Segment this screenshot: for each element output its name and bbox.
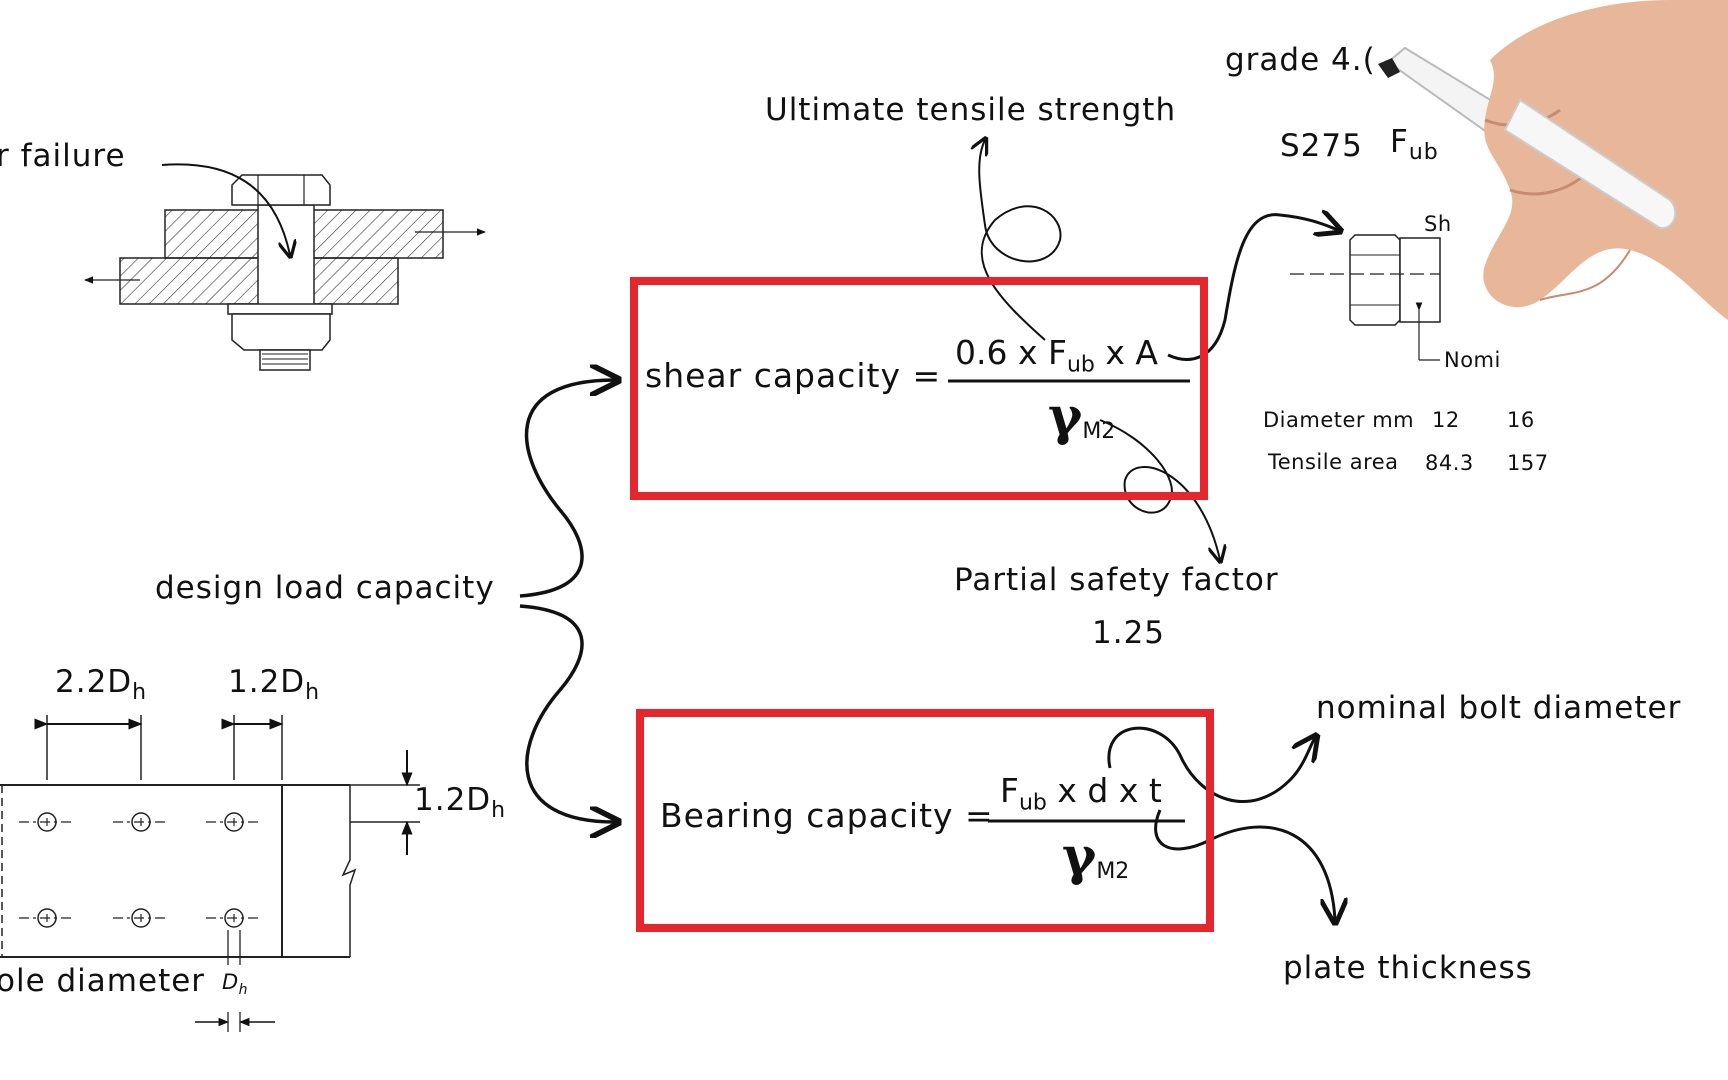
diameter-arrow xyxy=(1107,726,1315,804)
design-load-capacity-label: design load capacity xyxy=(155,570,495,606)
shear-capacity-box xyxy=(630,277,1208,500)
connector-to-shear xyxy=(519,380,615,598)
plate-thickness-label: plate thickness xyxy=(1283,950,1533,986)
shear-formula-denominator: γM2 xyxy=(1048,386,1116,447)
table-row-tensile-value: 84.3 xyxy=(1425,451,1474,475)
safety-factor-value: 1.25 xyxy=(1092,615,1166,651)
bearing-formula-denominator: γM2 xyxy=(1062,826,1130,887)
gamma-arrow xyxy=(1099,419,1220,560)
dim-2-2dh: 2.2Dh xyxy=(55,664,148,706)
uts-arrow xyxy=(979,140,1062,341)
bolt-holes xyxy=(19,812,262,928)
dim-1-2dh-side: 1.2Dh xyxy=(414,782,507,824)
bolt-side-view xyxy=(1290,234,1441,361)
fub-label: Fub xyxy=(1390,124,1439,166)
steel-grade-label: S275 xyxy=(1280,128,1363,164)
table-row-tensile-label: Tensile area xyxy=(1268,450,1399,474)
bolt-group-plate xyxy=(0,715,420,1032)
ultimate-tensile-strength-label: Ultimate tensile strength xyxy=(765,92,1177,128)
dim-1-2dh-top: 1.2Dh xyxy=(228,664,321,706)
bearing-formula-numerator: Fub x d x t xyxy=(1000,771,1162,816)
connector-to-bearing xyxy=(519,604,615,822)
dh-label: Dh xyxy=(222,970,249,999)
shear-formula-numerator: 0.6 x Fub x A xyxy=(955,333,1158,378)
shear-formula-lhs: shear capacity = xyxy=(645,356,942,395)
grade-label: grade 4.( xyxy=(1225,42,1376,78)
table-row-diameter-value: 12 xyxy=(1432,408,1460,432)
hole-diameter-label: ole diameter xyxy=(0,963,206,999)
nominal-label: Nomi xyxy=(1444,348,1501,372)
shear-failure-label: r failure xyxy=(0,138,126,174)
nominal-bolt-diameter-label: nominal bolt diameter xyxy=(1316,690,1682,726)
bearing-capacity-box xyxy=(636,709,1214,932)
thickness-arrow xyxy=(1154,809,1335,920)
table-row-tensile-value: 157 xyxy=(1507,451,1549,475)
partial-safety-factor-label: Partial safety factor xyxy=(954,562,1279,598)
shank-label: Sh xyxy=(1424,212,1452,236)
bolt-shear-illustration xyxy=(84,163,486,371)
table-row-diameter-value: 16 xyxy=(1507,408,1535,432)
bearing-formula-lhs: Bearing capacity = xyxy=(660,796,994,835)
table-row-diameter-label: Diameter mm xyxy=(1263,408,1415,432)
hand-with-marker-icon xyxy=(1378,0,1728,320)
